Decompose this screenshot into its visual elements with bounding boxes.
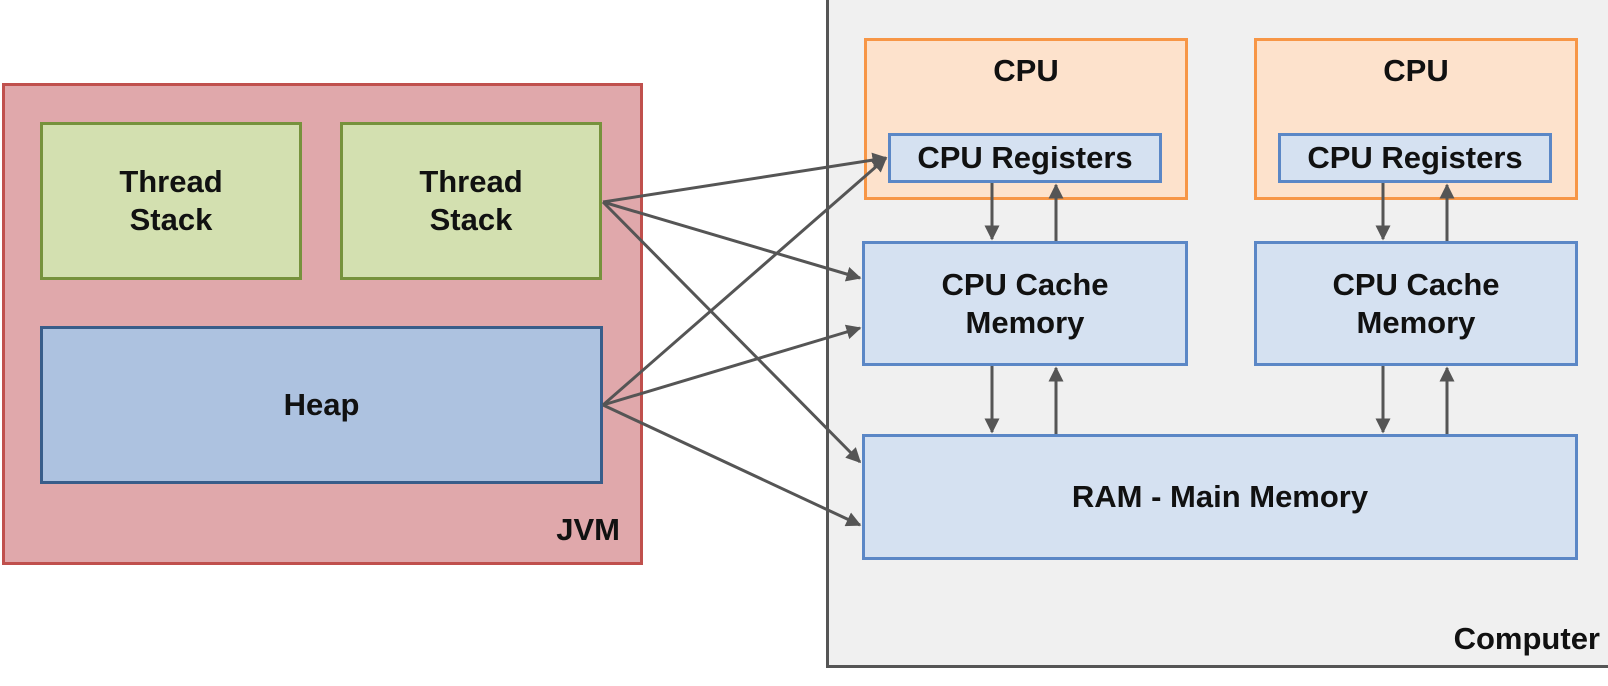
cpu-2-registers-label: CPU Registers bbox=[1307, 140, 1523, 175]
cpu-cache-2: CPU Cache Memory bbox=[1254, 241, 1578, 366]
cpu-1-registers-label: CPU Registers bbox=[917, 140, 1133, 175]
thread-stack-1-label: Thread Stack bbox=[119, 164, 223, 237]
jvm-label: JVM bbox=[556, 512, 620, 547]
cpu-cache-2-label: CPU Cache Memory bbox=[1332, 266, 1500, 340]
cpu-cache-1: CPU Cache Memory bbox=[862, 241, 1188, 366]
cpu-2-title: CPU bbox=[1383, 53, 1449, 88]
heap-label: Heap bbox=[283, 387, 360, 422]
cpu-cache-1-label: CPU Cache Memory bbox=[941, 266, 1109, 340]
cpu-1-registers: CPU Registers bbox=[888, 133, 1162, 183]
thread-stack-1: Thread Stack bbox=[40, 122, 302, 280]
cpu-1-title: CPU bbox=[993, 53, 1059, 88]
computer-label: Computer bbox=[1453, 621, 1600, 656]
thread-stack-2: Thread Stack bbox=[340, 122, 602, 280]
ram-label: RAM - Main Memory bbox=[1071, 479, 1369, 514]
ram-main-memory: RAM - Main Memory bbox=[862, 434, 1578, 560]
heap: Heap bbox=[40, 326, 603, 484]
cpu-2-registers: CPU Registers bbox=[1278, 133, 1552, 183]
thread-stack-2-label: Thread Stack bbox=[419, 164, 523, 237]
